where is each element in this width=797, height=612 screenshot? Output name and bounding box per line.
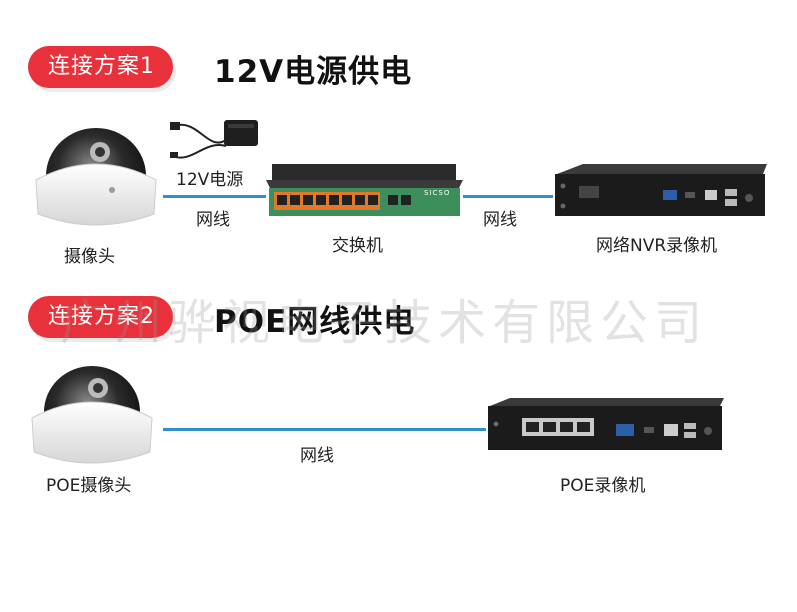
- nvr-recorder-icon: [555, 164, 767, 216]
- poe-nvr-label: POE录像机: [560, 476, 646, 496]
- poe-dome-camera-icon: [31, 366, 153, 464]
- power-adapter-icon: [170, 120, 258, 159]
- nvr-label: 网络NVR录像机: [596, 236, 718, 256]
- dome-camera-icon: [35, 128, 157, 226]
- cable-camera-to-poe-nvr: [163, 428, 486, 431]
- scheme2-title: POE网线供电: [214, 304, 416, 340]
- poe-nvr-recorder-icon: [488, 398, 724, 450]
- switch-brand: SICSO: [424, 189, 451, 197]
- cable-label: 网线: [300, 446, 334, 466]
- switch-label: 交换机: [332, 236, 383, 256]
- adapter-label: 12V电源: [176, 170, 244, 190]
- network-switch-icon: [266, 164, 463, 216]
- cable-label-left: 网线: [196, 210, 230, 230]
- camera-label: 摄像头: [64, 247, 115, 267]
- cable-camera-to-switch: [163, 195, 266, 198]
- scheme1-title: 12V电源供电: [214, 54, 413, 90]
- poe-camera-label: POE摄像头: [46, 476, 132, 496]
- scheme1-badge: 连接方案1: [28, 46, 173, 88]
- cable-label-right: 网线: [483, 210, 517, 230]
- cable-switch-to-nvr: [463, 195, 553, 198]
- scheme2-badge: 连接方案2: [28, 296, 173, 338]
